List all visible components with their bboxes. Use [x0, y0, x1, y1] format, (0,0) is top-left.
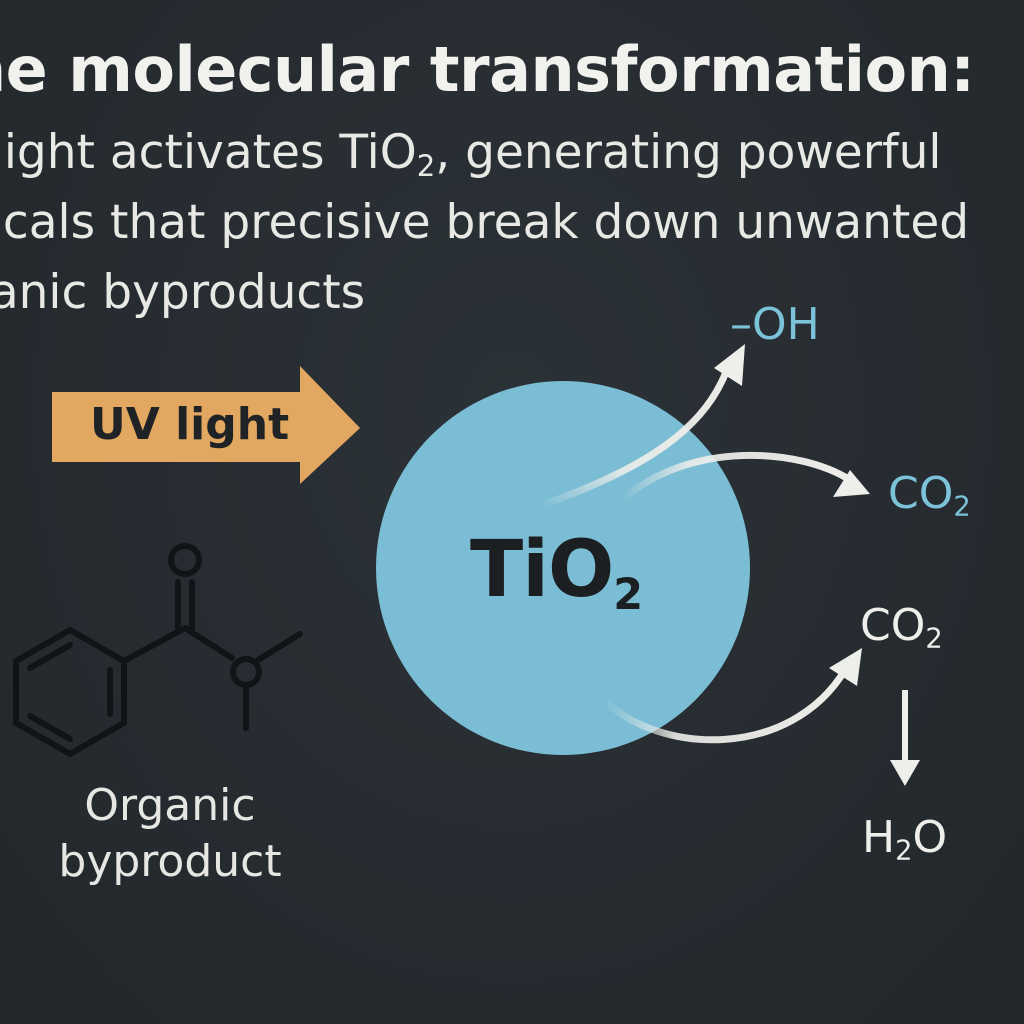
organic-byproduct-label: Organic byproduct — [40, 778, 300, 890]
ester-oxygen — [230, 656, 262, 688]
co2-lower-subscript: 2 — [925, 623, 943, 655]
arrow-to-co2-upper — [618, 451, 854, 504]
tio2-label-main: TiO — [470, 525, 614, 615]
arrow-to-oh-head — [714, 344, 745, 386]
description-line-1-suffix: , generating powerful — [435, 125, 942, 180]
organic-molecule-structure — [13, 543, 303, 757]
headline: he molecular transformation: — [0, 33, 975, 106]
water-label-subscript: 2 — [895, 835, 913, 867]
description-line-3: ganic byproducts — [0, 265, 366, 320]
tio2-label-subscript: 2 — [613, 569, 643, 620]
water-label-h: H — [862, 812, 896, 863]
co2-lower-main: CO — [860, 600, 926, 651]
bond-ester-oxygen-to-methyl — [255, 631, 303, 663]
uv-light-arrow — [52, 366, 360, 484]
benzene-double-bond-3 — [27, 713, 73, 742]
bond-carbonyl-to-ester-oxygen — [182, 625, 235, 661]
uv-light-label: UV light — [90, 399, 290, 450]
description-line-2: dicals that precisive break down unwante… — [0, 195, 970, 250]
carbonyl-oxygen — [168, 543, 202, 577]
co2-lower-label: CO2 — [860, 598, 943, 654]
arrow-to-co2-lower — [600, 666, 849, 744]
arrow-to-oh — [536, 356, 734, 510]
water-label-o: O — [912, 812, 948, 863]
co2-upper-main: CO — [888, 468, 954, 519]
bond-ring-to-carbonyl — [121, 625, 188, 664]
benzene-double-bond-1 — [27, 642, 73, 671]
description-line-1: / light activates TiO2, generating power… — [0, 118, 941, 188]
arrow-to-co2-lower-head — [829, 648, 862, 686]
hydroxyl-radical-label: –OH — [730, 299, 820, 350]
tio2-label: TiO2 — [470, 520, 643, 620]
co2-upper-subscript: 2 — [953, 491, 971, 523]
description-line-1-subscript: 2 — [416, 149, 436, 184]
arrow-co2-to-h2o-head — [890, 760, 920, 786]
organic-byproduct-line-2: byproduct — [58, 836, 282, 887]
organic-byproduct-line-1: Organic — [84, 780, 256, 831]
water-label: H2O — [862, 810, 947, 866]
arrow-to-co2-upper-head — [833, 470, 870, 497]
description-line-1-prefix: / light activates TiO — [0, 125, 417, 180]
co2-upper-label: CO2 — [888, 466, 971, 522]
